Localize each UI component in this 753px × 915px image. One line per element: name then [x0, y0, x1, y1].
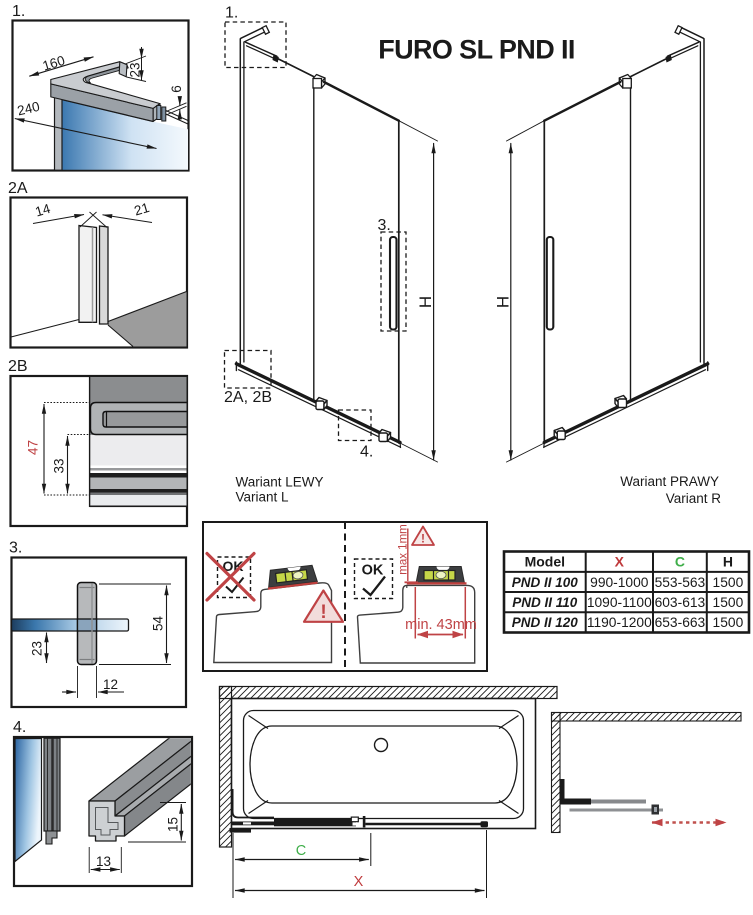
svg-text:4.: 4. — [360, 444, 373, 461]
svg-text:Variant L: Variant L — [236, 490, 290, 505]
svg-text:H: H — [494, 296, 513, 308]
svg-text:2A: 2A — [8, 180, 28, 197]
svg-text:X: X — [354, 874, 364, 890]
svg-text:!: ! — [421, 532, 425, 546]
svg-text:Wariant PRAWY: Wariant PRAWY — [620, 474, 719, 489]
svg-text:33: 33 — [52, 458, 67, 473]
svg-text:6: 6 — [169, 85, 184, 93]
svg-text:PND II 120: PND II 120 — [512, 615, 579, 630]
svg-text:990-1000: 990-1000 — [590, 575, 649, 590]
svg-text:3.: 3. — [9, 540, 22, 557]
svg-text:OK: OK — [362, 563, 384, 579]
svg-text:1.: 1. — [12, 3, 25, 20]
svg-text:240: 240 — [16, 99, 41, 119]
svg-text:47: 47 — [26, 440, 41, 455]
svg-text:15: 15 — [166, 817, 181, 832]
svg-text:653-663: 653-663 — [655, 615, 706, 630]
svg-text:min. 43mm: min. 43mm — [405, 617, 477, 633]
svg-text:H: H — [416, 296, 435, 308]
svg-text:2B: 2B — [8, 358, 28, 375]
svg-text:Variant R: Variant R — [666, 491, 722, 506]
svg-text:Wariant LEWY: Wariant LEWY — [236, 475, 324, 490]
svg-text:4.: 4. — [13, 719, 26, 736]
svg-text:!: ! — [320, 602, 326, 623]
svg-text:max 1mm: max 1mm — [397, 524, 409, 574]
svg-text:603-613: 603-613 — [655, 595, 706, 610]
svg-text:12: 12 — [103, 677, 118, 692]
svg-text:1.: 1. — [225, 5, 238, 22]
svg-text:C: C — [675, 554, 685, 570]
svg-text:14: 14 — [33, 201, 52, 220]
svg-text:Model: Model — [525, 554, 565, 570]
svg-text:54: 54 — [151, 616, 166, 632]
svg-text:23: 23 — [30, 641, 45, 656]
svg-text:1500: 1500 — [713, 615, 744, 630]
svg-text:1190-1200: 1190-1200 — [587, 615, 652, 630]
svg-text:X: X — [615, 554, 625, 570]
svg-text:13: 13 — [96, 854, 111, 869]
svg-text:PND II 100: PND II 100 — [512, 575, 579, 590]
svg-text:553-563: 553-563 — [655, 575, 706, 590]
svg-text:1090-1100: 1090-1100 — [587, 595, 652, 610]
svg-text:1500: 1500 — [713, 595, 744, 610]
svg-text:FURO SL PND II: FURO SL PND II — [378, 35, 575, 65]
svg-text:160: 160 — [41, 53, 67, 74]
svg-text:2A, 2B: 2A, 2B — [224, 389, 272, 406]
svg-text:1500: 1500 — [713, 575, 744, 590]
svg-text:H: H — [723, 554, 733, 570]
svg-text:21: 21 — [132, 200, 151, 219]
svg-text:C: C — [296, 843, 306, 859]
svg-text:PND II 110: PND II 110 — [512, 595, 578, 610]
svg-text:23: 23 — [128, 62, 143, 77]
svg-text:3.: 3. — [378, 217, 391, 234]
